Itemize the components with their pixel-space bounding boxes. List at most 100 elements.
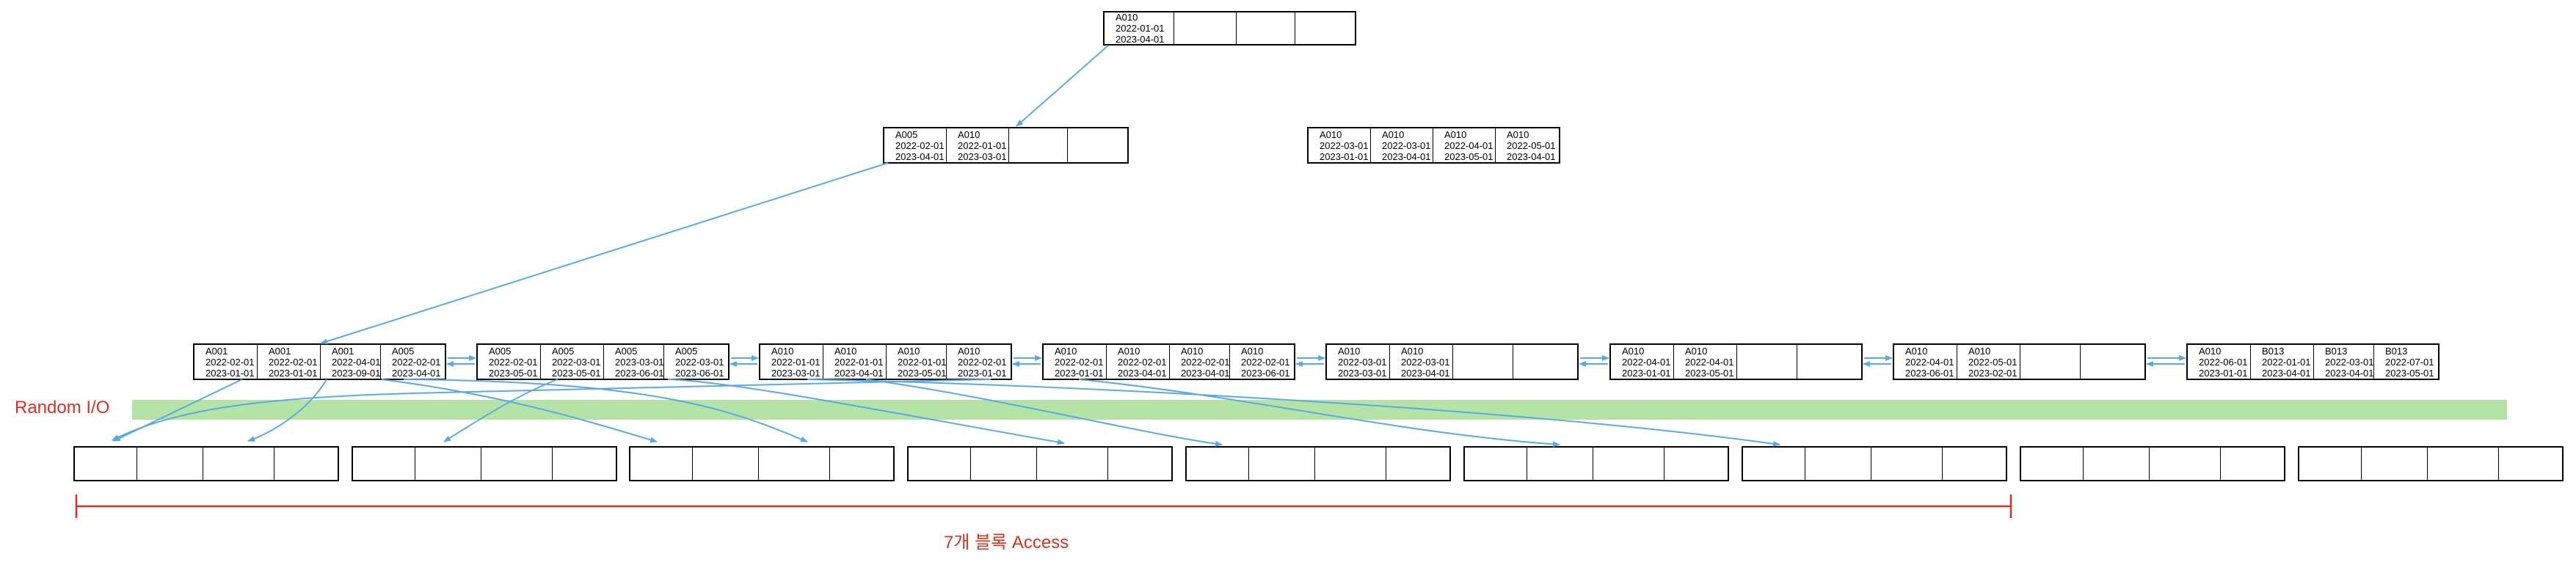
table-row-slot	[630, 448, 694, 480]
entry-date: 2022-02-01	[1181, 356, 1230, 368]
empty-slot	[1737, 345, 1797, 379]
entry-date: 2023-01-01	[958, 367, 1007, 379]
entry-key: B013	[2262, 345, 2285, 357]
table-row-slot	[1465, 448, 1528, 480]
table-row-slot	[137, 448, 203, 480]
entry-date: 2023-01-01	[1622, 367, 1671, 379]
entry-date: 2023-06-01	[1241, 367, 1290, 379]
table-row-slot	[1386, 448, 1449, 480]
empty-slot	[2081, 345, 2144, 379]
entry-key: A010	[1685, 345, 1708, 357]
entry-date: 2023-04-01	[1401, 367, 1450, 379]
entry-date: 2023-06-01	[675, 367, 724, 379]
table-block	[629, 446, 895, 481]
entry-date: 2022-01-01	[1116, 23, 1165, 34]
table-block	[73, 446, 339, 481]
entry-date: 2022-06-01	[2199, 356, 2248, 368]
table-row-slot	[830, 448, 893, 480]
empty-slot	[2020, 345, 2081, 379]
table-row-slot	[353, 448, 416, 480]
table-block	[352, 446, 617, 481]
access-label: 7개 블록 Access	[944, 533, 1069, 553]
entry-date: 2023-01-01	[1055, 367, 1104, 379]
entry-key: A010	[1401, 345, 1424, 357]
table-row-slot	[1249, 448, 1315, 480]
entry-key: A001	[269, 345, 291, 357]
table-row-slot	[2221, 448, 2284, 480]
entry-date: 2023-04-01	[1382, 150, 1431, 162]
entry-date: 2023-04-01	[834, 367, 884, 379]
branch-to-leaf-arrow	[320, 162, 889, 345]
entry-date: 2023-05-01	[1685, 367, 1734, 379]
entry-date: 2023-05-01	[489, 367, 538, 379]
entry-date: 2022-02-01	[958, 356, 1007, 368]
entry-date: 2022-05-01	[1968, 356, 2017, 368]
table-block	[1185, 446, 1451, 481]
table-row-slot	[203, 448, 274, 480]
entry-date: 2022-07-01	[2385, 356, 2434, 368]
table-row-slot	[1943, 448, 2006, 480]
empty-slot	[1797, 345, 1860, 379]
entry-date: 2022-02-01	[489, 356, 538, 368]
entry-key: A010	[898, 345, 920, 357]
entry-key: A001	[332, 345, 354, 357]
entry-date: 2023-09-01	[332, 367, 381, 379]
entry-date: 2023-05-01	[552, 367, 601, 379]
entry-date: 2023-01-01	[1320, 150, 1369, 162]
table-row-slot	[2499, 448, 2562, 480]
table-row-slot	[1593, 448, 1664, 480]
entry-key: A010	[771, 345, 794, 357]
empty-slot	[1453, 345, 1513, 379]
table-row-slot	[415, 448, 481, 480]
table-row-slot	[1664, 448, 1728, 480]
table-row-slot	[2299, 448, 2362, 480]
entry-key: A010	[2199, 345, 2222, 357]
empty-slot	[1174, 12, 1237, 44]
empty-slot	[1295, 12, 1354, 44]
root-to-branch-arrow	[1016, 45, 1109, 127]
entry-date: 2023-04-01	[392, 367, 441, 379]
table-row-slot	[1315, 448, 1386, 480]
entry-date: 2023-04-01	[2325, 367, 2374, 379]
entry-key: A010	[1382, 128, 1405, 140]
entry-key: A010	[958, 345, 980, 357]
table-block	[2298, 446, 2564, 481]
entry-key: A010	[1507, 128, 1529, 140]
entry-date: 2022-05-01	[1507, 139, 1556, 151]
entry-date: 2022-03-01	[1382, 139, 1431, 151]
entry-key: A005	[552, 345, 575, 357]
table-block	[907, 446, 1173, 481]
table-row-slot	[2150, 448, 2221, 480]
table-row-slot	[2021, 448, 2084, 480]
entry-date: 2023-04-01	[1507, 150, 1556, 162]
entry-date: 2022-03-01	[1401, 356, 1450, 368]
entry-date: 2022-02-01	[1241, 356, 1290, 368]
entry-date: 2022-02-01	[1118, 356, 1167, 368]
entry-date: 2023-04-01	[1116, 34, 1165, 45]
table-block	[1742, 446, 2007, 481]
